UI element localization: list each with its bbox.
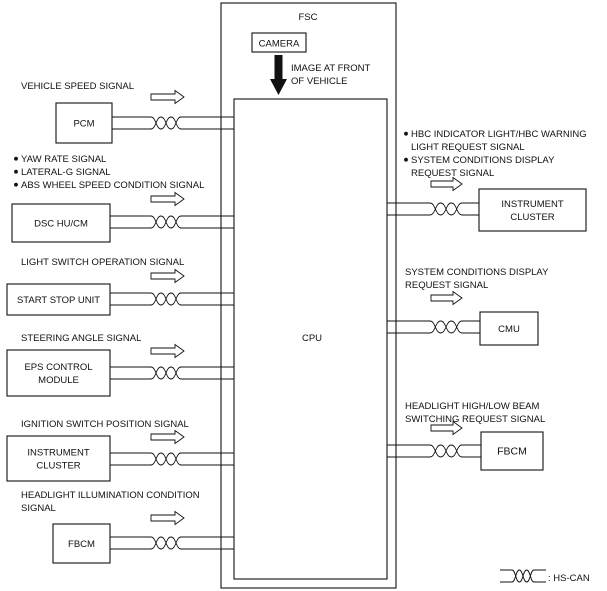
hs-can-legend-symbol [500, 569, 546, 583]
pcm-signal-arrow [150, 89, 185, 105]
instrument-cluster-in-label: CLUSTER [36, 461, 80, 472]
dsc-signal: LATERAL-G SIGNAL [21, 167, 111, 178]
image-label-line-2: OF VEHICLE [291, 76, 348, 87]
fbcm-in-box [52, 523, 111, 564]
instrument-cluster-out-label: INSTRUMENT [501, 199, 563, 210]
output-modules: INSTRUMENT CLUSTER HBC INDICATOR LIGHT/HBC… [387, 129, 587, 471]
input-fbcm-in: FBCM HEADLIGHT ILLUMINATION CONDITION SIGN… [21, 490, 234, 564]
fbcm-in-signal: SIGNAL [21, 503, 56, 514]
cmu-label: CMU [498, 324, 520, 335]
dsc-signal-arrow [150, 191, 185, 207]
instrument-cluster-out-label: CLUSTER [510, 212, 554, 223]
dsc-signal: YAW RATE SIGNAL [21, 154, 106, 165]
fbcm-out-box [480, 431, 544, 471]
eps-label: EPS CONTROL [24, 362, 92, 373]
cmu-box [479, 311, 539, 346]
cmu-signal: REQUEST SIGNAL [405, 280, 488, 291]
cpu-box [233, 98, 388, 580]
output-instrument-cluster-out: INSTRUMENT CLUSTER HBC INDICATOR LIGHT/HBC… [387, 129, 587, 232]
instrument-cluster-in-box [6, 435, 111, 482]
dsc-label: DSC HU/CM [34, 219, 88, 230]
pcm-signal: VEHICLE SPEED SIGNAL [21, 81, 134, 92]
bullet-icon [404, 157, 408, 162]
cmu-signal-arrow [430, 290, 463, 306]
dsc-box [11, 203, 111, 243]
input-modules: PCM VEHICLE SPEED SIGNAL DSC HU/CM YAW RATE… [6, 81, 234, 564]
input-eps: EPS CONTROL MODULE STEERING ANGLE SIGNAL [6, 333, 234, 397]
instrument-cluster-out-hs-can-link [387, 202, 479, 216]
camera-label: CAMERA [259, 39, 300, 50]
bullet-icon [404, 131, 408, 136]
start-stop-label: START STOP UNIT [17, 295, 100, 306]
cmu-signal: SYSTEM CONDITIONS DISPLAY [405, 267, 549, 278]
eps-box [6, 349, 111, 397]
output-cmu: CMU SYSTEM CONDITIONS DISPLAY REQUEST SIGN… [387, 267, 549, 346]
instrument-cluster-in-signal-arrow [150, 429, 185, 445]
fbcm-out-signal: SWITCHING REQUEST SIGNAL [405, 414, 545, 425]
instrument-cluster-out-signal: REQUEST SIGNAL [411, 168, 494, 179]
fbcm-out-signal: HEADLIGHT HIGH/LOW BEAM [405, 401, 540, 412]
output-fbcm-out: FBCM HEADLIGHT HIGH/LOW BEAM SWITCHING REQ… [387, 401, 545, 471]
instrument-cluster-in-signal: IGNITION SWITCH POSITION SIGNAL [21, 419, 189, 430]
eps-signal-arrow [150, 343, 185, 359]
fbcm-in-label: FBCM [68, 539, 95, 550]
eps-label: MODULE [38, 375, 79, 386]
hs-can-legend-label: : HS-CAN [548, 573, 590, 584]
instrument-cluster-out-signal: HBC INDICATOR LIGHT/HBC WARNING [411, 129, 587, 140]
instrument-cluster-out-signal: SYSTEM CONDITIONS DISPLAY [411, 155, 555, 166]
start-stop-hs-can-link [110, 292, 234, 306]
instrument-cluster-in-hs-can-link [110, 452, 234, 466]
pcm-box [55, 102, 113, 144]
image-input-arrow [270, 55, 287, 95]
instrument-cluster-out-signal: LIGHT REQUEST SIGNAL [411, 142, 525, 153]
bullet-icon [14, 156, 18, 161]
instrument-cluster-in-label: INSTRUMENT [27, 448, 89, 459]
fbcm-in-signal: HEADLIGHT ILLUMINATION CONDITION [21, 490, 200, 501]
fbcm-in-hs-can-link [110, 536, 234, 550]
start-stop-box [6, 283, 111, 316]
start-stop-signal: LIGHT SWITCH OPERATION SIGNAL [21, 257, 184, 268]
dsc-signal: ABS WHEEL SPEED CONDITION SIGNAL [21, 180, 204, 191]
instrument-cluster-out-signal-arrow [430, 176, 463, 192]
hs-can-symbol [500, 569, 546, 583]
pcm-hs-can-link [112, 116, 234, 130]
eps-signal: STEERING ANGLE SIGNAL [21, 333, 141, 344]
bullet-icon [14, 169, 18, 174]
camera-box [251, 32, 307, 53]
input-dsc: DSC HU/CM YAW RATE SIGNAL LATERAL-G SIGNAL… [11, 154, 234, 243]
input-pcm: PCM VEHICLE SPEED SIGNAL [21, 81, 234, 144]
fbcm-out-hs-can-link [387, 444, 481, 458]
legend: : HS-CAN [500, 569, 590, 584]
dsc-hs-can-link [110, 215, 234, 229]
pcm-label: PCM [73, 119, 94, 130]
fbcm-out-label: FBCM [497, 446, 527, 458]
start-stop-signal-arrow [150, 268, 185, 284]
fbcm-out-signal-arrow [430, 420, 463, 436]
bullet-icon [14, 182, 18, 187]
image-label-line-1: IMAGE AT FRONT [291, 63, 371, 74]
instrument-cluster-out-box [478, 188, 587, 232]
fsc-title: FSC [299, 12, 318, 23]
eps-hs-can-link [110, 366, 234, 380]
fbcm-in-signal-arrow [150, 510, 185, 526]
input-start-stop: START STOP UNIT LIGHT SWITCH OPERATION SI… [6, 257, 234, 316]
input-instrument-cluster-in: INSTRUMENT CLUSTER IGNITION SWITCH POSITIO… [6, 419, 234, 482]
cpu-label: CPU [302, 333, 322, 344]
cmu-hs-can-link [387, 320, 480, 334]
